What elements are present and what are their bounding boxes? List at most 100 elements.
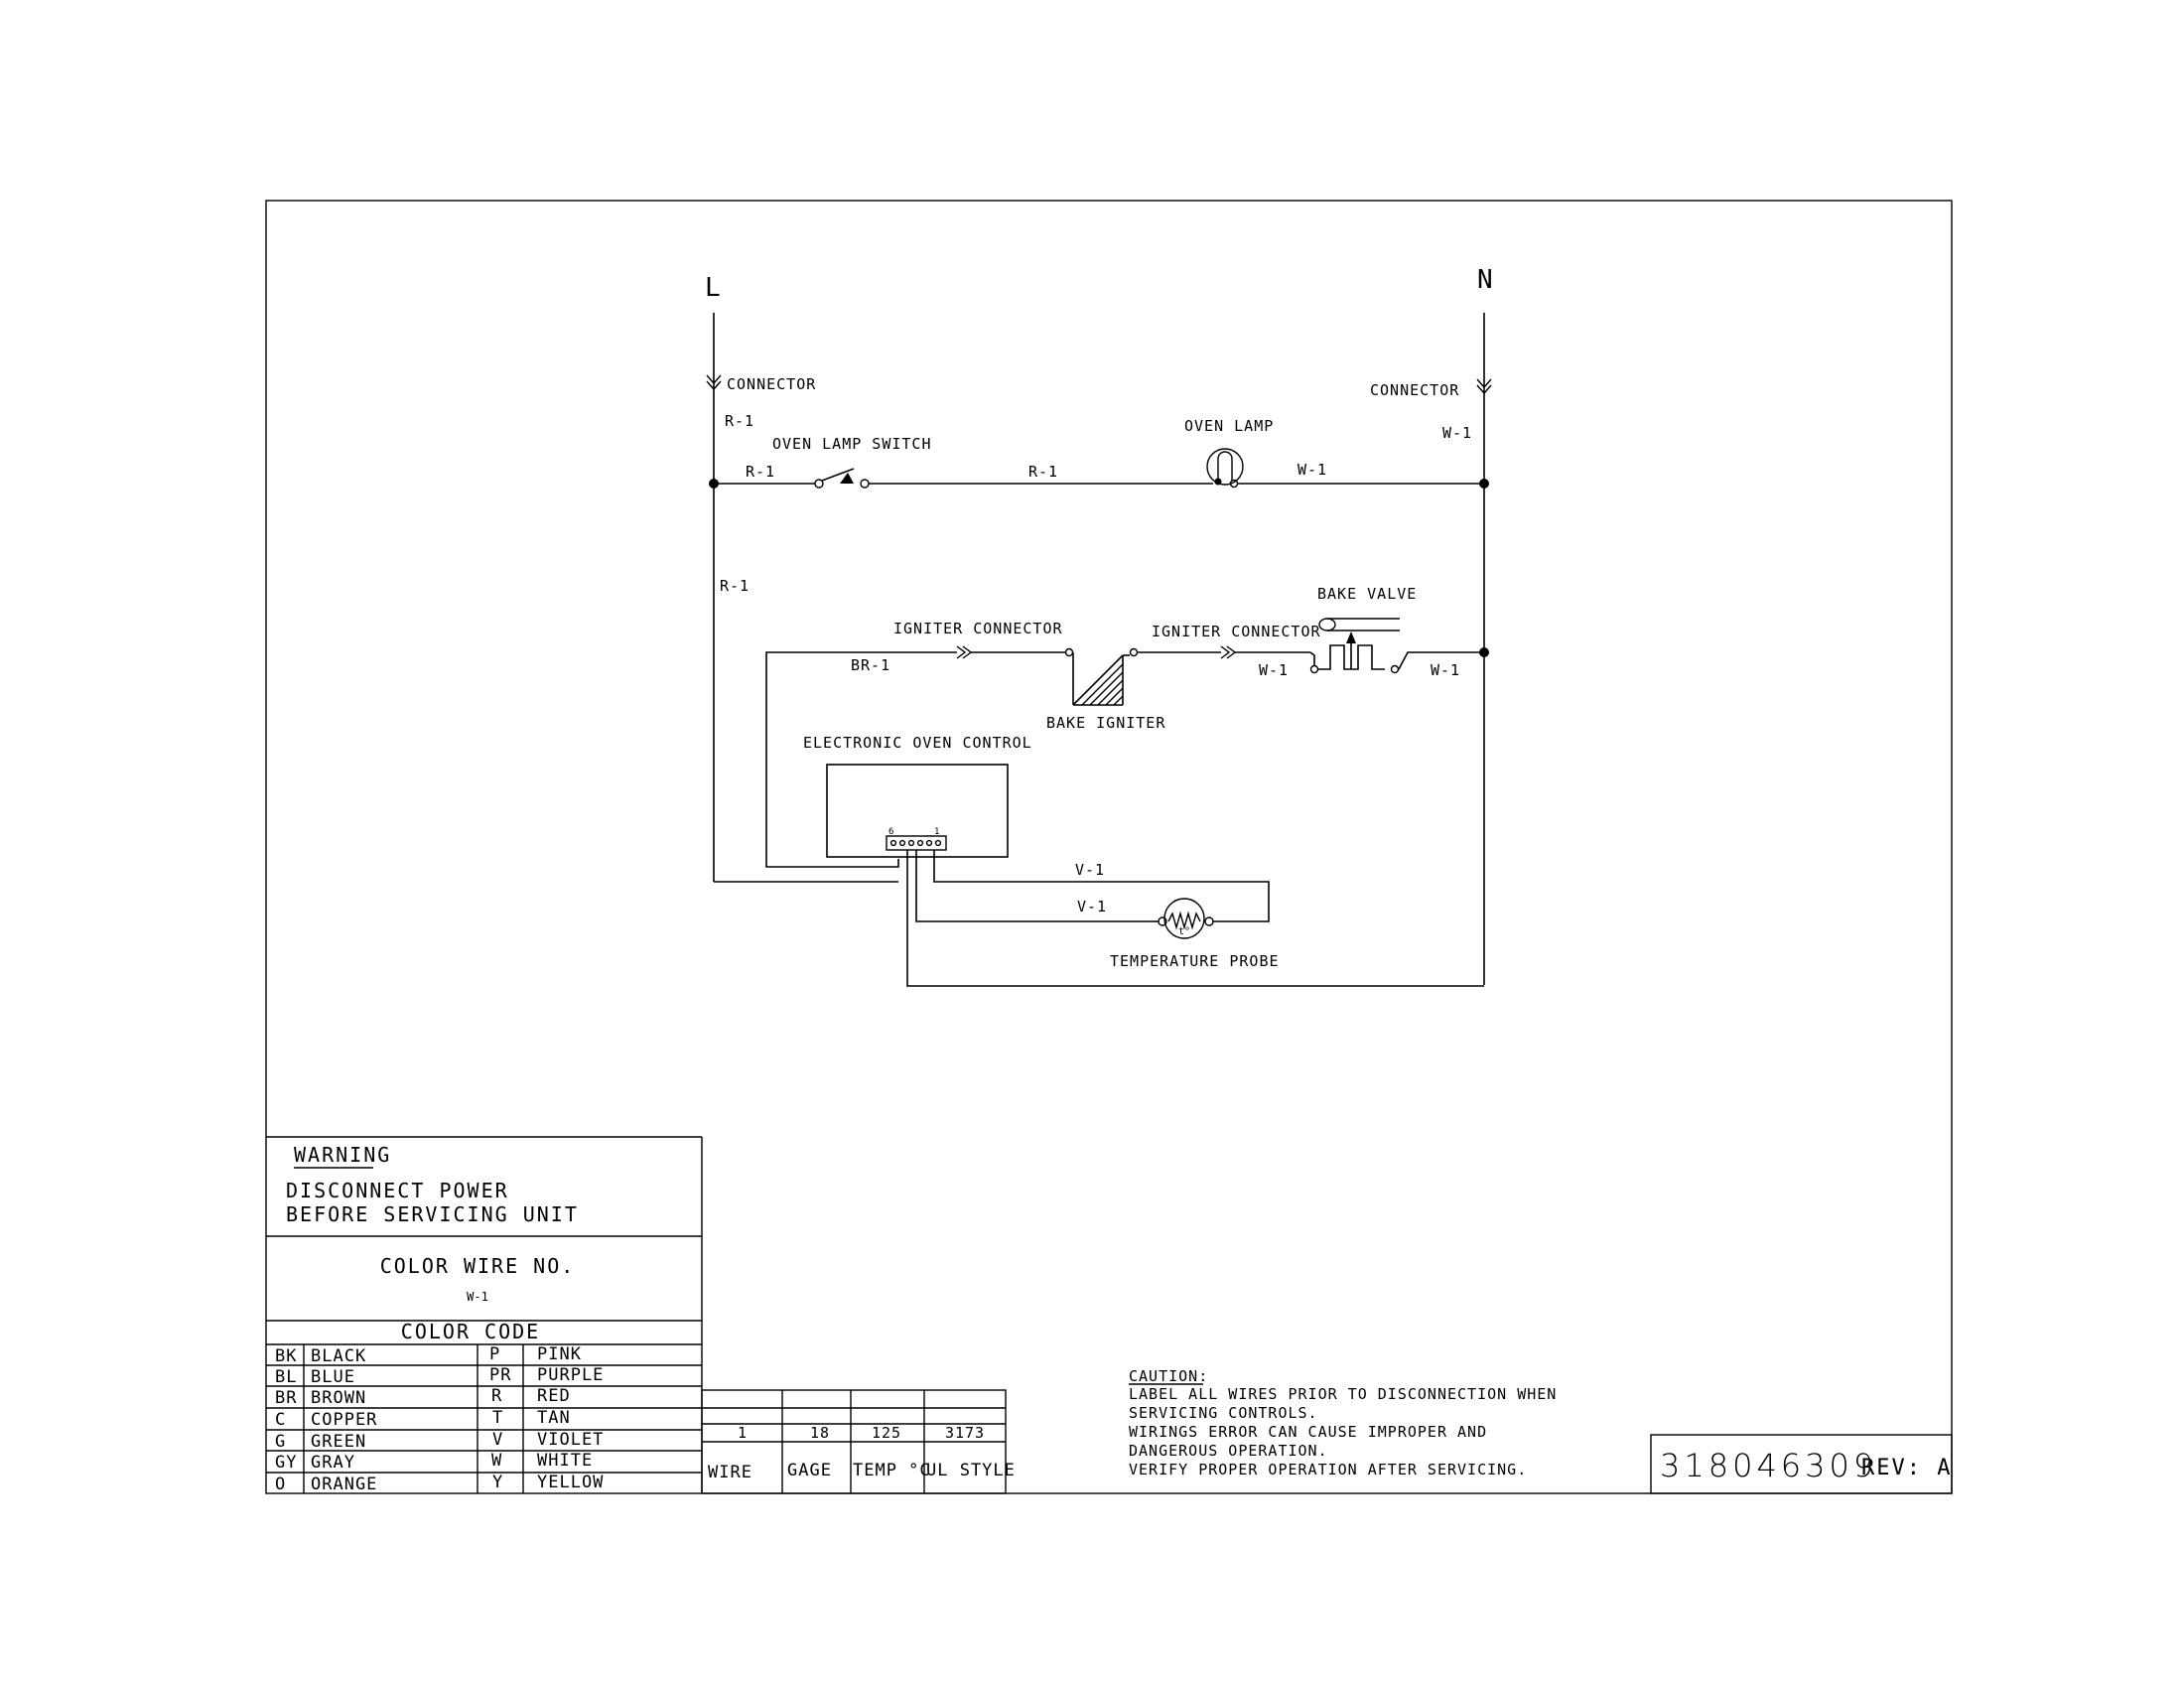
- w1-lamp-label: W-1: [1297, 461, 1327, 479]
- oven-lamp-label: OVEN LAMP: [1184, 417, 1274, 435]
- color-abbrev: W: [491, 1451, 502, 1471]
- n-connector-icon: [1476, 378, 1492, 395]
- table-row: BK BLACK P PINK: [275, 1344, 582, 1366]
- igniter-connector-2-label: IGNITER CONNECTOR: [1152, 623, 1321, 640]
- r1-mid-label: R-1: [1028, 463, 1058, 481]
- ul-style-header: UL STYLE: [926, 1461, 1016, 1480]
- l-connector-icon: [706, 374, 722, 391]
- warning-title: WARNING: [294, 1143, 391, 1167]
- color-name: GRAY: [311, 1453, 355, 1473]
- control-terminal-pins: [889, 839, 942, 847]
- wire-spec-table: 1 18 125 3173 WIRE GAGE TEMP °C UL STYLE: [701, 1389, 1016, 1494]
- r1-top-label: R-1: [725, 412, 754, 430]
- color-abbrev: Y: [492, 1473, 503, 1492]
- caution-line: VERIFY PROPER OPERATION AFTER SERVICING.: [1129, 1461, 1527, 1478]
- oven-lamp-icon: [1206, 448, 1244, 489]
- electronic-oven-control-box: [826, 764, 1009, 858]
- color-name: GREEN: [311, 1432, 366, 1452]
- color-name: RED: [537, 1386, 571, 1406]
- probe-t-label: t°: [1178, 926, 1190, 937]
- sheet-border: [265, 200, 1953, 1494]
- color-abbrev: R: [491, 1386, 502, 1406]
- color-name: BROWN: [311, 1388, 366, 1408]
- color-name: YELLOW: [537, 1473, 604, 1492]
- temperature-probe-icon: [1158, 898, 1214, 939]
- gage-value: 18: [810, 1424, 830, 1442]
- table-row: O ORANGE Y YELLOW: [275, 1473, 604, 1494]
- w1-top-right-label: W-1: [1442, 424, 1472, 442]
- w1-valve-left-label: W-1: [1259, 661, 1289, 679]
- warning-line-1: DISCONNECT POWER: [286, 1179, 509, 1202]
- igniter-connector-1-label: IGNITER CONNECTOR: [893, 620, 1063, 637]
- schematic: L N: [705, 265, 1493, 987]
- color-wire-value: W-1: [467, 1290, 488, 1304]
- junction-dot: [1479, 647, 1489, 657]
- junction-dot: [1479, 479, 1489, 489]
- neutral-label: N: [1477, 265, 1493, 295]
- connector-left-label: CONNECTOR: [727, 375, 816, 393]
- color-name: PURPLE: [537, 1365, 604, 1385]
- v1-upper-label: V-1: [1075, 861, 1105, 879]
- r1-side-label: R-1: [720, 577, 750, 595]
- table-row: GY GRAY W WHITE: [275, 1451, 593, 1473]
- caution-title: CAUTION:: [1129, 1367, 1208, 1385]
- color-code-title: COLOR CODE: [401, 1320, 540, 1343]
- color-name: WHITE: [537, 1451, 593, 1471]
- wire-value: 1: [738, 1424, 748, 1442]
- caution-line: LABEL ALL WIRES PRIOR TO DISCONNECTION W…: [1129, 1385, 1557, 1403]
- bake-igniter-label: BAKE IGNITER: [1046, 714, 1165, 732]
- color-abbrev: GY: [275, 1453, 297, 1473]
- revision: REV: A: [1861, 1456, 1952, 1480]
- bake-igniter-icon: [1072, 652, 1130, 706]
- probe-v1-wire-upper: [933, 850, 1270, 922]
- line-label: L: [705, 273, 721, 303]
- part-number-block: 318046309 REV: A: [1650, 1434, 1953, 1494]
- wire-header: WIRE: [708, 1463, 752, 1482]
- part-number: 318046309: [1660, 1447, 1877, 1484]
- probe-v1-wire-lower: [915, 850, 1159, 922]
- table-row: G GREEN V VIOLET: [275, 1430, 604, 1452]
- schematic-labels: CONNECTOR CONNECTOR R-1 W-1 OVEN LAMP SW…: [720, 375, 1472, 970]
- electronic-oven-control-label: ELECTRONIC OVEN CONTROL: [803, 734, 1032, 752]
- table-row: BL BLUE PR PURPLE: [275, 1365, 604, 1387]
- color-abbrev: O: [275, 1475, 286, 1494]
- color-abbrev: BR: [275, 1388, 297, 1408]
- bake-valve-label: BAKE VALVE: [1317, 585, 1417, 603]
- color-abbrev: V: [492, 1430, 503, 1450]
- color-wire-title: COLOR WIRE NO.: [380, 1254, 576, 1278]
- color-abbrev: P: [489, 1344, 500, 1364]
- caution-line: WIRINGS ERROR CAN CAUSE IMPROPER AND: [1129, 1423, 1487, 1441]
- color-code-table: COLOR CODE BK BLACK P PINK BL BLUE PR PU…: [266, 1320, 702, 1494]
- table-row: C COPPER T TAN: [275, 1408, 571, 1430]
- color-wire-box: COLOR WIRE NO. W-1: [266, 1254, 702, 1322]
- w1-valve-right-label: W-1: [1431, 661, 1460, 679]
- color-abbrev: BK: [275, 1346, 297, 1366]
- temp-header: TEMP °C: [853, 1461, 931, 1480]
- v1-lower-label: V-1: [1077, 898, 1107, 915]
- color-name: PINK: [537, 1344, 582, 1364]
- caution-line: SERVICING CONTROLS.: [1129, 1404, 1318, 1422]
- igniter-connector-1-icon: [956, 645, 973, 659]
- color-name: BLUE: [311, 1367, 355, 1387]
- igniter-connector-2-icon: [1220, 645, 1237, 659]
- pin-6-label: 6: [888, 827, 893, 837]
- br1-wire: [765, 651, 957, 868]
- bake-valve-icon: [1318, 618, 1400, 670]
- temp-value: 125: [872, 1424, 901, 1442]
- ul-style-value: 3173: [945, 1424, 985, 1442]
- warning-box: WARNING DISCONNECT POWER BEFORE SERVICIN…: [266, 1136, 703, 1493]
- switch-actuator-icon: [840, 473, 854, 484]
- control-to-n-wire: [906, 850, 1484, 987]
- color-name: TAN: [537, 1408, 571, 1428]
- color-abbrev: PR: [489, 1365, 511, 1385]
- table-row: BR BROWN R RED: [275, 1386, 571, 1408]
- temperature-probe-label: TEMPERATURE PROBE: [1110, 952, 1280, 970]
- br1-label: BR-1: [851, 656, 890, 674]
- connector-right-label: CONNECTOR: [1370, 381, 1459, 399]
- r1-switch-label: R-1: [746, 463, 775, 481]
- pin-1-label: 1: [934, 827, 939, 837]
- color-name: COPPER: [311, 1410, 377, 1430]
- color-abbrev: BL: [275, 1367, 297, 1387]
- color-name: VIOLET: [537, 1430, 604, 1450]
